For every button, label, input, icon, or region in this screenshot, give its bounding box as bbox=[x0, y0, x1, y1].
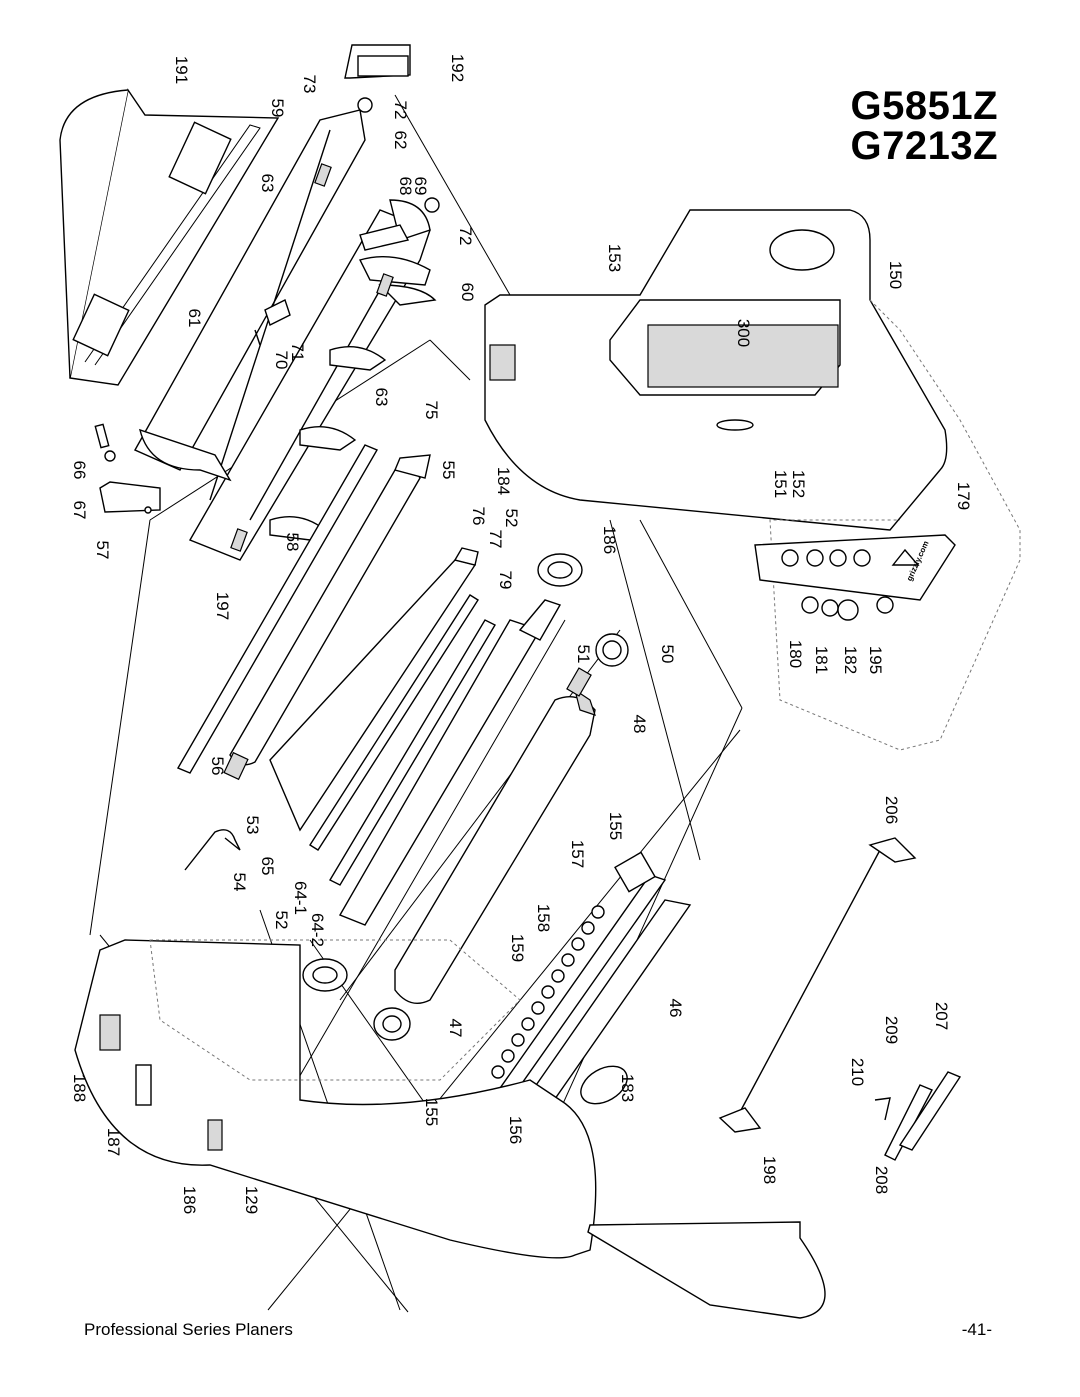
part-label: 60 bbox=[458, 283, 477, 302]
part-label: 188 bbox=[70, 1074, 89, 1102]
part-label: 61 bbox=[185, 309, 204, 328]
part-label: 72 bbox=[391, 101, 410, 120]
part-label: 52 bbox=[502, 509, 521, 528]
part-label: 64-1 bbox=[291, 881, 310, 915]
shaft-51 bbox=[518, 599, 562, 641]
part-label: 71 bbox=[288, 343, 307, 362]
part-label: 67 bbox=[70, 501, 89, 520]
part-label: 58 bbox=[283, 533, 302, 552]
cutterhead bbox=[394, 667, 596, 1004]
part-label: 70 bbox=[272, 351, 291, 370]
part-label: 180 bbox=[786, 640, 805, 668]
part-label: 192 bbox=[448, 54, 467, 82]
part-label: 198 bbox=[760, 1156, 779, 1184]
part-label: 157 bbox=[568, 840, 587, 868]
frame-assembly bbox=[134, 97, 440, 561]
model-number: G5851Z bbox=[850, 84, 998, 128]
part-label: 195 bbox=[866, 646, 885, 674]
part-label: 155 bbox=[422, 1098, 441, 1126]
bracket-192 bbox=[344, 44, 411, 79]
part-label: 181 bbox=[812, 646, 831, 674]
model-number: G7213Z bbox=[850, 124, 998, 168]
part-label: 68 bbox=[396, 177, 415, 196]
part-label: 179 bbox=[954, 482, 973, 510]
part-label: 300 bbox=[734, 319, 753, 347]
part-label: 75 bbox=[422, 401, 441, 420]
part-label: 46 bbox=[666, 999, 685, 1018]
part-label: 184 bbox=[494, 467, 513, 495]
part-label: 182 bbox=[841, 646, 860, 674]
part-label: 129 bbox=[242, 1186, 261, 1214]
part-labels: 191 192 73 72 59 62 63 68 69 72 61 60 70… bbox=[70, 54, 973, 1214]
part-label: 79 bbox=[496, 571, 515, 590]
bolt-66-group bbox=[94, 423, 161, 514]
part-label: 63 bbox=[372, 388, 391, 407]
part-label: 186 bbox=[180, 1186, 199, 1214]
dust-hood bbox=[59, 88, 280, 386]
feed-rollers bbox=[176, 444, 431, 781]
part-label: 159 bbox=[508, 934, 527, 962]
page-number: -41- bbox=[961, 1320, 992, 1339]
part-label: 56 bbox=[208, 757, 227, 776]
motor-cover bbox=[484, 209, 1021, 751]
part-label: 53 bbox=[243, 816, 262, 835]
part-label: 59 bbox=[268, 99, 287, 118]
part-label: 186 bbox=[600, 526, 619, 554]
part-label: 47 bbox=[446, 1019, 465, 1038]
part-label: 54 bbox=[230, 873, 249, 892]
part-label: 153 bbox=[605, 244, 624, 272]
part-label: 62 bbox=[391, 131, 410, 150]
bearings bbox=[302, 553, 629, 1041]
part-label: 158 bbox=[534, 904, 553, 932]
part-label: 197 bbox=[213, 592, 232, 620]
part-label: 55 bbox=[439, 461, 458, 480]
part-label: 206 bbox=[882, 796, 901, 824]
part-label: 48 bbox=[630, 715, 649, 734]
part-label: 208 bbox=[872, 1166, 891, 1194]
part-label: 50 bbox=[658, 645, 677, 664]
part-label: 73 bbox=[300, 75, 319, 94]
crank-rod-206 bbox=[718, 837, 917, 1133]
part-label: 210 bbox=[848, 1058, 867, 1086]
chip-deflector bbox=[269, 547, 479, 832]
part-label: 183 bbox=[618, 1074, 637, 1102]
footer-title: Professional Series Planers bbox=[84, 1320, 293, 1339]
part-label: 77 bbox=[486, 530, 505, 549]
part-label: 64-2 bbox=[308, 913, 327, 947]
part-label: 156 bbox=[506, 1116, 525, 1144]
part-label: 51 bbox=[574, 645, 593, 664]
part-label: 187 bbox=[104, 1128, 123, 1156]
part-label: 52 bbox=[272, 911, 291, 930]
part-label: 207 bbox=[932, 1002, 951, 1030]
part-label: 191 bbox=[172, 56, 191, 84]
part-label: 72 bbox=[456, 227, 475, 246]
part-label: 63 bbox=[258, 174, 277, 193]
part-label: 69 bbox=[411, 177, 430, 196]
part-label: 66 bbox=[70, 461, 89, 480]
table-extension-198 bbox=[587, 1221, 826, 1319]
part-label: 57 bbox=[93, 541, 112, 560]
part-label: 76 bbox=[469, 507, 488, 526]
part-label: 65 bbox=[258, 857, 277, 876]
tools bbox=[874, 1071, 962, 1161]
part-label: 150 bbox=[886, 261, 905, 289]
part-label: 152 bbox=[789, 470, 808, 498]
part-label: 155 bbox=[606, 812, 625, 840]
part-label: 151 bbox=[771, 470, 790, 498]
spring-54 bbox=[184, 829, 241, 871]
switch-panel bbox=[754, 534, 956, 621]
part-label: 209 bbox=[882, 1016, 901, 1044]
